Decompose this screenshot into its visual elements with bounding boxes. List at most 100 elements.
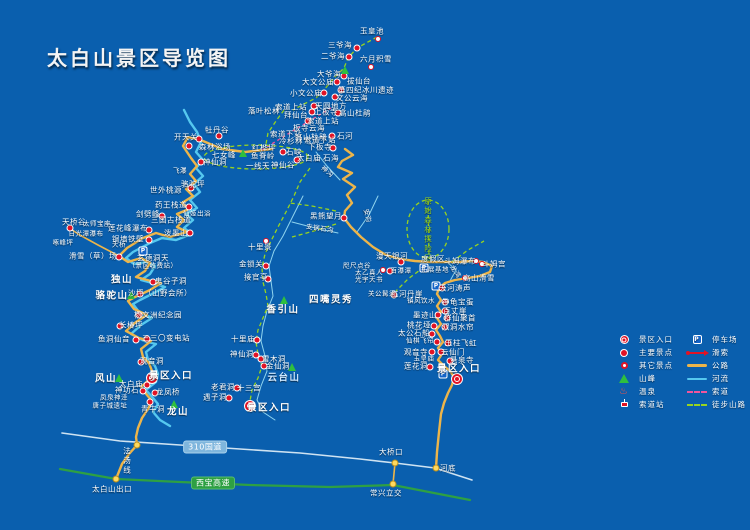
poi-dot [188,185,194,191]
poi-dot [147,399,153,405]
map-label: 剑劈峰 [136,209,160,219]
road-icon [685,364,709,367]
poi-dot [152,390,158,396]
map-label: 光宇天书 [355,275,383,284]
map-label: 六月积雪 [360,54,392,64]
parking-icon [138,246,148,256]
poi-dot [263,263,269,269]
poi-dot [438,349,444,355]
legend-label: 河流 [712,374,729,383]
poi-dot [429,349,435,355]
poi-dot [117,323,123,329]
poi-dot [198,159,204,165]
forest-adventure-line [427,200,430,259]
poi-dot [435,312,441,318]
legend-item-entrance: 景区入口 [612,333,673,346]
map-label: 唐子城遗址 [92,401,128,410]
poi-dot [258,356,264,362]
map-label: 度假区 [421,254,445,264]
legend-label: 景区入口 [639,335,673,344]
map-label: 索道上站 [275,102,307,112]
poi-dot [146,227,152,233]
poi-ring [263,238,269,244]
heixiong-west-trail-2 [291,223,337,238]
map-label: 关公髯须 [368,289,396,298]
poi-dot [431,323,437,329]
map-label: 太白庙 [119,379,143,389]
poi-dot [133,337,139,343]
map-label: 泼墨山 [164,228,188,238]
map-label: 鱼洞仙音 [98,334,130,344]
poi-dot [387,268,393,274]
map-label: 斗姆瀑布 [444,256,476,266]
legend-label: 公路 [712,361,729,370]
poi-ring [375,36,381,42]
qinvfeng-loop-trail [203,144,309,170]
poi-dot [447,358,453,364]
poi-dot [305,118,311,124]
map-label: 太公石船 [398,328,430,338]
peak-icon [239,149,247,157]
river-icon [685,377,709,380]
map-label: 玉皇庙 [413,354,435,363]
legend-label: 停车场 [712,335,738,344]
map-label: 上板寺 [314,107,338,117]
map-label: 莲花峰瀑布 [108,223,148,233]
poi-dot [445,340,451,346]
poi-ring [473,258,479,264]
map-label: 神仙谷 [271,160,295,170]
map-label: 长椿坪 [119,320,143,330]
map-label: 四嘴灵秀 [308,294,354,306]
map-label: 沙坪（山野会所） [128,288,192,298]
map-label: 漫天银河 [376,251,408,261]
heixiong-west-trail-1 [289,202,337,212]
page-title: 太白山景区导览图 [47,46,231,70]
junction-dot [133,441,141,449]
poi-dot [196,136,202,142]
junction-dot [391,459,399,467]
map-label: 群仙聚首 [444,313,476,323]
map-label: 大爷海 [317,69,341,79]
map-label: 牡丹谷 [205,125,229,135]
map-label: 法汤线 [122,446,132,476]
map-label: 石海 [323,153,339,163]
poi-dot [226,395,232,401]
map-label: 三国古栈道 [151,215,191,225]
map-label: 云台山 [267,372,301,384]
poi-dot [137,291,143,297]
map-label: 雪木洞 [262,354,286,364]
map-label: 太白庙 [297,153,321,163]
poi-dot [444,315,450,321]
map-label: 神龟宝蛋 [442,297,474,307]
legend-item-river: 河流 [685,372,746,385]
poi-dot [429,331,435,337]
poi-dot [253,352,259,358]
map-label: 三三〇变电站 [142,333,190,343]
map-label: 高山杜鹃 [339,108,371,118]
map-label: 骆驼山 [95,290,129,302]
poi-dot [216,133,222,139]
map-label: 滑雪（草）场 [69,251,117,261]
map-label: 景区入口 [148,370,194,382]
poi-dot [186,204,192,210]
map-label: 红河丹崖 [391,289,423,299]
map-label: 龙山 [166,406,190,418]
peak-icon [170,400,178,408]
map-label: 小文公庙 [290,88,322,98]
sw-trail [395,266,425,292]
map-label: 斗姆宫 [482,259,506,269]
map-label: 石峡 [286,147,302,157]
trail-icon [685,403,709,406]
tianqiaogu-branch-road [67,226,120,257]
map-label: 啄峰坪 [52,238,74,247]
map-label: 神功石 [115,385,139,395]
map-label: 飞瀑 [173,166,187,175]
peak-icon [127,291,135,299]
legend-column-2: 停车场 滑索 公路 河流 索道 徒步山路 [685,333,746,411]
map-label: 高山杜鹃 [295,132,327,142]
legend-item-parking: 停车场 [685,333,746,346]
map-label: 天桥谷 [62,217,86,227]
map-label: 冷杉林 [279,136,303,146]
